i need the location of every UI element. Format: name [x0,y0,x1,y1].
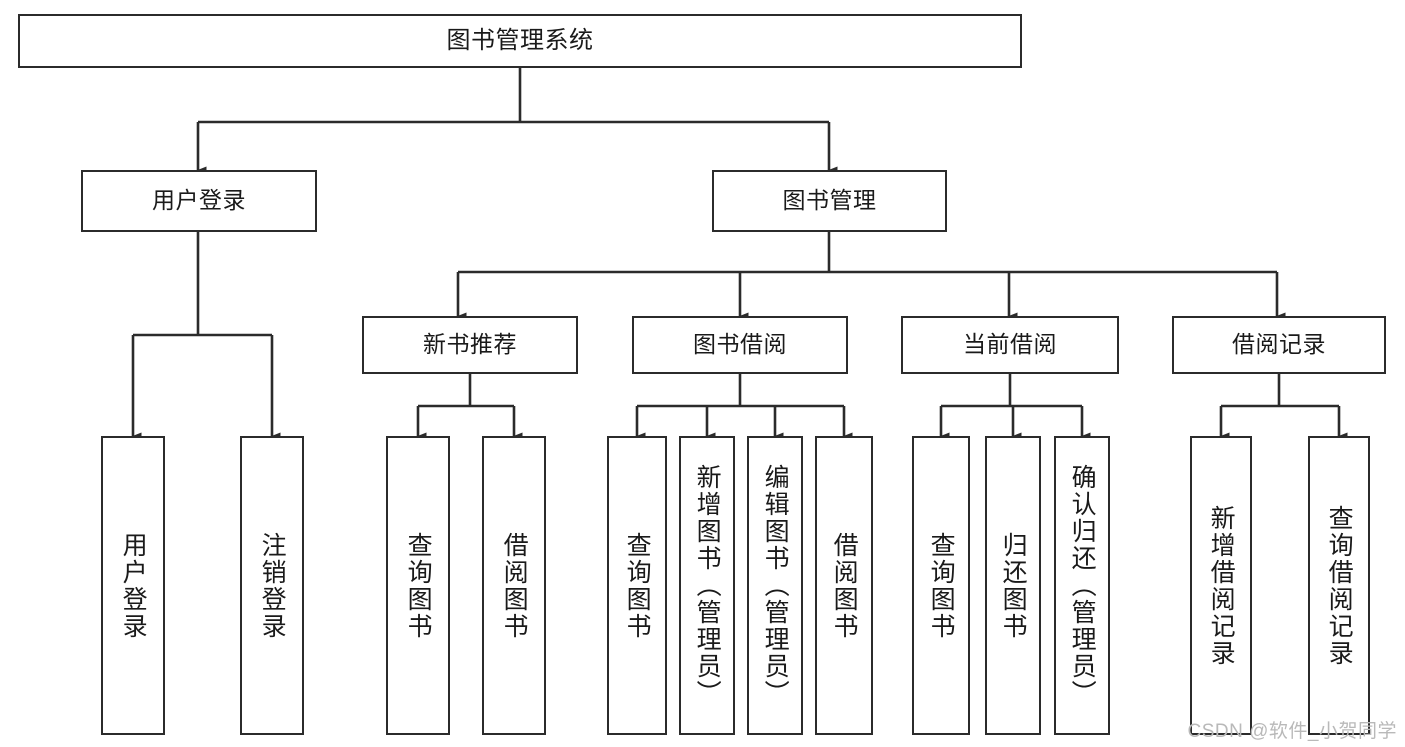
node-leaf-query-book-2[interactable]: 查询图书 [607,436,667,735]
node-leaf-query-book-3-label: 查询图书 [927,531,956,640]
node-borrow-record-label: 借阅记录 [1232,331,1326,358]
node-leaf-borrow-book-2[interactable]: 借阅图书 [815,436,873,735]
node-leaf-confirm-return-admin-label: 确认归还（管理员） [1068,464,1097,707]
node-leaf-user-logout-label: 注销登录 [258,531,287,640]
node-new-book-recommend[interactable]: 新书推荐 [362,316,578,374]
node-leaf-edit-book-admin[interactable]: 编辑图书（管理员） [747,436,803,735]
node-leaf-borrow-book-2-label: 借阅图书 [830,531,859,640]
node-leaf-add-book-admin[interactable]: 新增图书（管理员） [679,436,735,735]
node-book-borrow-label: 图书借阅 [693,331,787,358]
node-leaf-user-login-label: 用户登录 [119,531,148,640]
node-leaf-query-book-1[interactable]: 查询图书 [386,436,450,735]
node-user-login[interactable]: 用户登录 [81,170,317,232]
node-leaf-query-book-1-label: 查询图书 [404,531,433,640]
node-root[interactable]: 图书管理系统 [18,14,1022,68]
node-current-borrow-label: 当前借阅 [963,331,1057,358]
node-book-manage-label: 图书管理 [782,187,877,214]
node-leaf-query-book-2-label: 查询图书 [623,531,652,640]
node-leaf-user-login[interactable]: 用户登录 [101,436,165,735]
node-leaf-add-borrow-record[interactable]: 新增借阅记录 [1190,436,1252,735]
node-current-borrow[interactable]: 当前借阅 [901,316,1119,374]
node-leaf-add-borrow-record-label: 新增借阅记录 [1207,504,1236,667]
node-leaf-query-borrow-record-label: 查询借阅记录 [1325,504,1354,667]
node-leaf-borrow-book-1-label: 借阅图书 [500,531,529,640]
node-leaf-confirm-return-admin[interactable]: 确认归还（管理员） [1054,436,1110,735]
node-leaf-query-book-3[interactable]: 查询图书 [912,436,970,735]
node-leaf-add-book-admin-label: 新增图书（管理员） [693,464,722,707]
node-leaf-return-book-label: 归还图书 [999,531,1028,640]
node-book-borrow[interactable]: 图书借阅 [632,316,848,374]
node-new-book-recommend-label: 新书推荐 [423,331,517,358]
node-leaf-return-book[interactable]: 归还图书 [985,436,1041,735]
node-leaf-borrow-book-1[interactable]: 借阅图书 [482,436,546,735]
node-leaf-query-borrow-record[interactable]: 查询借阅记录 [1308,436,1370,735]
node-leaf-edit-book-admin-label: 编辑图书（管理员） [761,464,790,707]
node-leaf-user-logout[interactable]: 注销登录 [240,436,304,735]
node-borrow-record[interactable]: 借阅记录 [1172,316,1386,374]
node-user-login-label: 用户登录 [152,187,246,214]
node-root-label: 图书管理系统 [446,26,594,54]
node-book-manage[interactable]: 图书管理 [712,170,947,232]
